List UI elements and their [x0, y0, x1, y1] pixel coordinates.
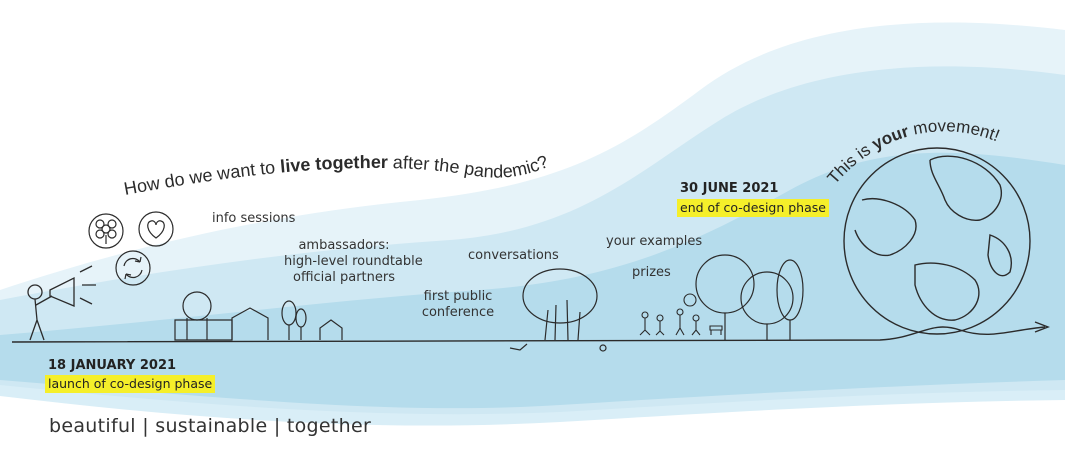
wave-bottom	[0, 395, 1065, 461]
wave-bottom-edge	[0, 385, 1065, 426]
trees-right-sketch	[695, 254, 804, 340]
people-group-sketch	[639, 293, 723, 336]
tagline: beautiful | sustainable | together	[49, 415, 372, 437]
timeline-line	[11, 326, 1046, 343]
milestone-prizes: prizes	[632, 265, 671, 280]
start-date: 18 JANUARY 2021	[48, 358, 177, 373]
milestone-conversations: conversations	[468, 248, 559, 263]
end-date: 30 JUNE 2021	[680, 181, 779, 196]
heart-icon	[138, 211, 174, 247]
first-public-line-2: conference	[421, 305, 495, 320]
end-label-highlight: end of co-design phase	[677, 199, 829, 217]
ambassadors-line-1: ambassadors:	[298, 238, 390, 253]
milestone-ambassadors: ambassadors: high-level roundtable offic…	[284, 238, 423, 286]
flower-icon	[88, 213, 124, 249]
first-public-line-1: first public	[423, 289, 493, 304]
ambassadors-line-3: official partners	[292, 270, 395, 285]
big-tree-sketch	[509, 268, 607, 352]
recycle-icon	[115, 250, 151, 286]
megaphone-person-icon	[27, 265, 96, 341]
globe-icon	[843, 147, 1031, 335]
headline-text: How do we want to live together after th…	[122, 151, 551, 199]
movement-text: This is your movement!	[824, 116, 1003, 187]
milestone-info-sessions: info sessions	[212, 211, 296, 226]
milestone-first-public-conference: first public conference	[418, 289, 498, 321]
timeline-arrow-icon	[1034, 321, 1050, 333]
ambassadors-line-2: high-level roundtable	[284, 254, 423, 269]
houses-sketch	[174, 291, 343, 341]
milestone-your-examples: your examples	[606, 234, 703, 249]
start-label-highlight: launch of co-design phase	[45, 375, 216, 393]
